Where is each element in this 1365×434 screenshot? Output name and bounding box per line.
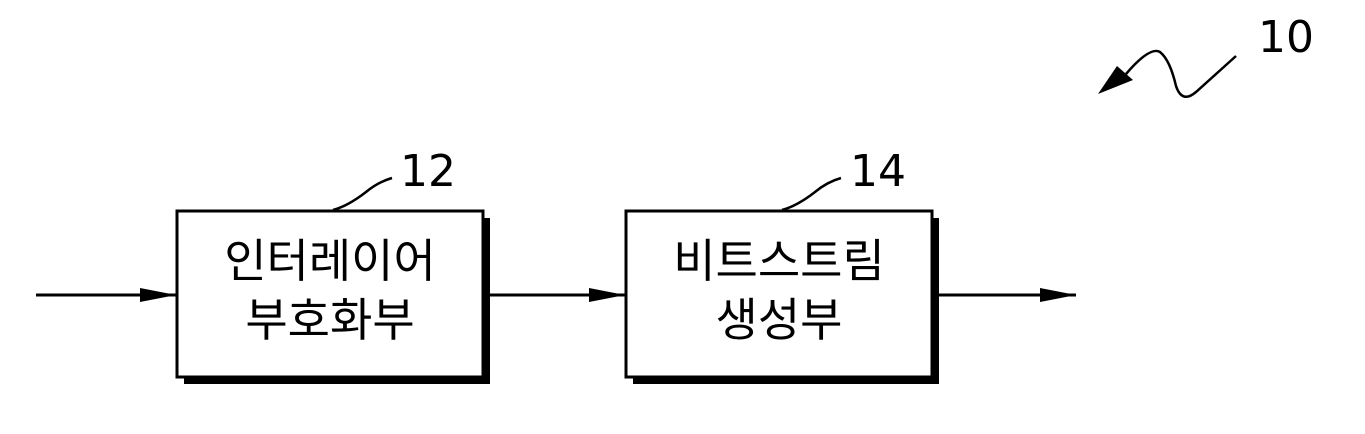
figure-ref-leader — [1126, 51, 1236, 97]
block-label-line1: 인터레이어 — [224, 234, 436, 288]
figure-ref-label: 10 — [1258, 12, 1314, 63]
block-bitstream-generator: 비트스트림 생성부 — [626, 211, 939, 384]
block-label-line2: 생성부 — [716, 293, 843, 347]
block-interlayer-encoder: 인터레이어 부호화부 — [177, 211, 490, 384]
block-ref-leader — [333, 178, 392, 210]
block-label-line2: 부호화부 — [245, 293, 414, 347]
block-label-line1: 비트스트림 — [673, 234, 885, 288]
block-ref-label: 12 — [400, 146, 456, 197]
block-ref-leader — [782, 178, 841, 210]
block-ref-label: 14 — [850, 146, 906, 197]
